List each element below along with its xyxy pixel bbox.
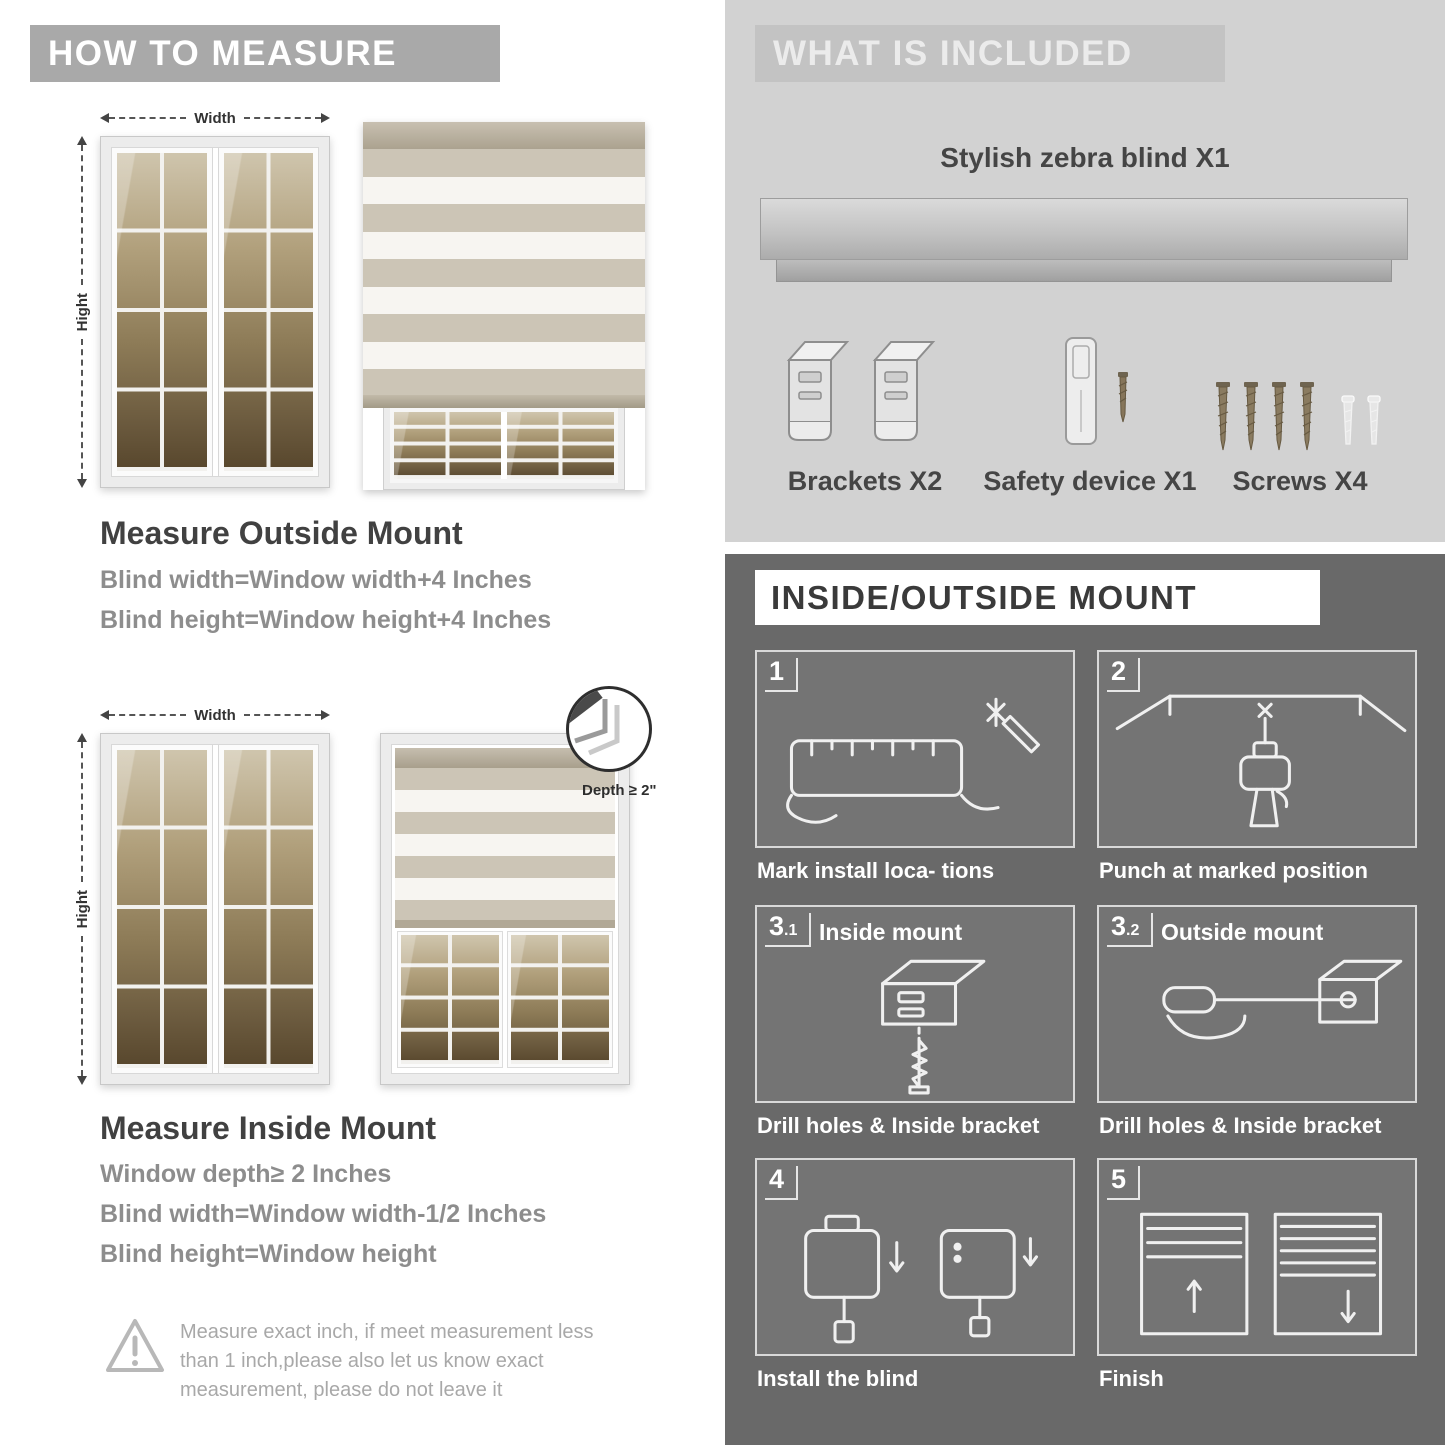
window-illustration-inside — [100, 733, 330, 1085]
brackets-label: Brackets X2 — [787, 466, 943, 496]
outside-rule-height: Blind height=Window height+4 Inches — [100, 606, 552, 634]
blind-cassette — [395, 748, 615, 768]
arrow-right-icon — [321, 710, 331, 720]
bracket-icon — [872, 341, 936, 441]
what-is-included-title: WHAT IS INCLUDED — [773, 33, 1133, 73]
measurement-note: Measure exact inch, if meet measurement … — [180, 1321, 594, 1401]
install-blind-illustration — [804, 1214, 1039, 1344]
step-number: 5 — [1107, 1166, 1141, 1200]
step-caption-5: Finish — [1099, 1366, 1164, 1391]
depth-callout-label: Depth ≥ 2" — [582, 782, 657, 799]
width-label: Width — [194, 706, 236, 724]
how-to-measure-title: HOW TO MEASURE — [48, 33, 397, 73]
height-label: Hight — [73, 292, 91, 332]
height-arrow-inside: Hight — [70, 733, 94, 1086]
width-arrow-inside: Width — [100, 703, 331, 727]
width-arrow-outside: Width — [100, 106, 331, 130]
step-number: 3.2 — [1107, 913, 1154, 947]
height-label: Hight — [73, 889, 91, 929]
window-below-blind — [383, 408, 625, 490]
frame-corner-zoom-icon — [569, 689, 620, 756]
step-number: 1 — [765, 658, 799, 692]
window-sash — [217, 147, 319, 477]
headrail-illustration — [760, 198, 1408, 260]
arrow-down-icon — [77, 1076, 87, 1086]
step-caption-3-2: Drill holes & Inside bracket — [1099, 1113, 1382, 1138]
outside-mount-title: Measure Outside Mount — [100, 515, 463, 551]
window-below-blind — [397, 931, 613, 1068]
finish-illustration — [1140, 1212, 1383, 1336]
window-sash — [111, 147, 213, 477]
step-title: Outside mount — [1161, 919, 1324, 945]
step-number: 2 — [1107, 658, 1141, 692]
width-label: Width — [194, 109, 236, 127]
step-box-2: 2 — [1097, 650, 1417, 848]
step-box-3-1: 3.1 Inside mount — [755, 905, 1075, 1103]
step-title: Inside mount — [819, 919, 963, 945]
screws-illustration — [1215, 381, 1381, 451]
window-sash — [111, 744, 213, 1074]
step-box-3-2: 3.2 Outside mount — [1097, 905, 1417, 1103]
step-box-4: 4 — [755, 1158, 1075, 1356]
arrow-left-icon — [100, 113, 109, 123]
inside-rule-width: Blind width=Window width-1/2 Inches — [100, 1200, 547, 1228]
step-number: 4 — [765, 1166, 799, 1200]
step-box-1: 1 — [755, 650, 1075, 848]
headrail-under-illustration — [776, 260, 1392, 282]
inside-bracket-illustration — [881, 959, 986, 1095]
bracket-icon — [786, 341, 850, 441]
inside-mount-title: Measure Inside Mount — [100, 1110, 437, 1146]
height-arrow-outside: Hight — [70, 136, 94, 489]
window-sash — [217, 744, 319, 1074]
brackets-illustration — [783, 336, 939, 448]
mount-header: INSIDE/OUTSIDE MOUNT — [755, 570, 1320, 625]
what-is-included-header: WHAT IS INCLUDED — [755, 25, 1225, 82]
outside-bracket-illustration — [1162, 959, 1403, 1040]
how-to-measure-header: HOW TO MEASURE — [30, 25, 500, 82]
window-illustration-outside — [100, 136, 330, 488]
arrow-down-icon — [77, 479, 87, 489]
arrow-up-icon — [77, 136, 87, 145]
step-caption-4: Install the blind — [757, 1366, 919, 1391]
mark-location-illustration — [786, 697, 1041, 824]
step-number: 3.1 — [765, 913, 812, 947]
mount-header-title: INSIDE/OUTSIDE MOUNT — [771, 578, 1198, 616]
blind-bottom-rail — [395, 920, 615, 928]
outside-rule-width: Blind width=Window width+4 Inches — [100, 566, 532, 594]
blind-item-label: Stylish zebra blind X1 — [940, 142, 1230, 173]
inside-rule-height: Blind height=Window height — [100, 1240, 437, 1268]
warning-icon — [106, 1319, 164, 1372]
zebra-stripes — [363, 149, 645, 395]
blind-cassette — [363, 122, 645, 149]
arrow-left-icon — [100, 710, 109, 720]
outside-mount-blind-illustration — [363, 122, 645, 490]
step-caption-2: Punch at marked position — [1099, 858, 1368, 883]
arrow-right-icon — [321, 113, 331, 123]
step-caption-1: Mark install loca- tions — [757, 858, 995, 883]
arrow-up-icon — [77, 733, 87, 742]
safety-device-icon — [1065, 337, 1128, 445]
inside-mount-blind-illustration — [380, 733, 630, 1085]
inside-rule-depth: Window depth≥ 2 Inches — [100, 1160, 392, 1188]
safety-device-label: Safety device X1 — [983, 466, 1197, 496]
depth-detail-circle — [566, 686, 652, 772]
step-box-5: 5 — [1097, 1158, 1417, 1356]
screws-label: Screws X4 — [1232, 466, 1368, 496]
zebra-stripes — [395, 768, 615, 920]
blind-bottom-rail — [363, 395, 645, 408]
drill-ceiling-illustration — [1115, 694, 1407, 828]
step-caption-3-1: Drill holes & Inside bracket — [757, 1113, 1040, 1138]
